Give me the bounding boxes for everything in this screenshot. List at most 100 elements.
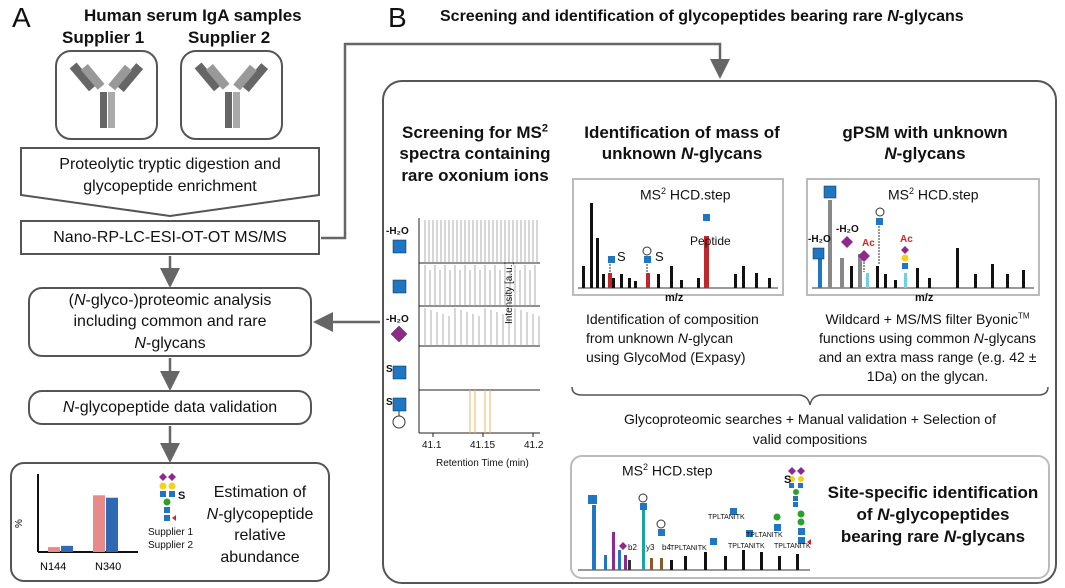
desc3-line1-text: Wildcard + MS/MS filter Byonic <box>825 311 1018 327</box>
spec3-b4: b4 <box>662 543 671 552</box>
xic-chromatogram-stack <box>390 218 540 437</box>
n-italic: N <box>681 144 694 164</box>
panel-b-title-text: Screening and identification of glycopep… <box>440 8 888 25</box>
spectrum-3-plot <box>578 467 811 571</box>
spec1-title: MS2 HCD.step <box>640 186 731 203</box>
digestion-step: Proteolytic tryptic digestion and glycop… <box>20 154 320 199</box>
desc2-line2-post: -glycan <box>687 329 734 346</box>
bar-n340-series-1 <box>93 495 105 552</box>
col2-title-pre: unknown <box>601 144 682 164</box>
n-italic: N <box>943 527 957 547</box>
n-italic: N <box>134 334 146 352</box>
estimation-line4: abundance <box>220 548 300 566</box>
col1-title-line3: rare oxonium ions <box>401 165 549 185</box>
glyco-search-line2: valid compositions <box>752 430 868 447</box>
proteomic-line1-text: -glyco-)proteomic analysis <box>85 291 272 309</box>
chart-category-label: N144 <box>40 561 66 573</box>
proteomic-line3: N-glycans <box>134 333 205 355</box>
desc3-line4: 1Da) on the glycan. <box>866 367 989 384</box>
col1-title: Screening for MS2 spectra containing rar… <box>390 122 560 186</box>
desc3-line3: and an extra mass range (e.g. 42 ± <box>818 348 1037 365</box>
panel-a-letter: A <box>12 2 31 33</box>
bar-n340-series-2 <box>106 497 118 552</box>
digestion-funnel-shape <box>20 147 320 218</box>
xic-tick-2: 41.15 <box>470 440 496 451</box>
chart-y-label: % <box>14 519 25 528</box>
abundance-bar-chart: % N144 N340 <box>14 474 138 573</box>
final-result-text: Site-specific identification of N-glycop… <box>818 482 1048 548</box>
spec1-title-ms: MS <box>640 186 661 203</box>
col1-title-sup: 2 <box>541 122 548 135</box>
glycan-structure-icon <box>159 473 176 521</box>
spec3-title-post: HCD.step <box>648 462 713 479</box>
final-line2-post: -glycopeptides <box>889 505 1010 525</box>
xic-tick-3: 41.2 <box>524 440 544 451</box>
spec2-title-post: HCD.step <box>914 186 979 203</box>
chart-category-label: N340 <box>95 561 121 573</box>
col1-title-line2: spectra containing <box>399 144 551 164</box>
supplier2-label: Supplier 2 <box>188 28 271 47</box>
xic-label-s-2: S <box>386 397 393 408</box>
desc-col3: Wildcard + MS/MS filter ByonicTM functio… <box>800 310 1055 386</box>
xic-label-s-1: S <box>386 364 393 375</box>
spectrum-box-1 <box>572 178 784 296</box>
desc2-line2-pre: from unknown <box>586 329 678 346</box>
estimation-text: Estimation of N-glycopeptide relative ab… <box>200 482 320 568</box>
panel-b-title: Screening and identification of glycopep… <box>440 8 964 26</box>
chart-s-label: S <box>178 490 186 502</box>
spec1-xlabel: m/z <box>665 292 684 304</box>
n-italic: N <box>877 505 890 525</box>
spec3-title-sup: 2 <box>643 462 649 472</box>
desc3-tm: TM <box>1018 311 1030 321</box>
legend-supplier1: Supplier 1 <box>148 527 194 538</box>
proteomic-line3-text: -glycans <box>145 334 206 352</box>
estimation-line2: N-glycopeptide <box>200 504 320 526</box>
estimation-line3: relative <box>234 527 286 545</box>
bar-n144-series-2 <box>61 545 73 552</box>
desc2-line3: using GlycoMod (Expasy) <box>586 348 746 365</box>
spec2-h2o-a: -H₂O <box>808 234 831 245</box>
chart-legend: Supplier 1 Supplier 2 <box>148 527 193 552</box>
spec3-b2: b2 <box>628 543 637 552</box>
col3-title-line2: N-glycans <box>805 143 1045 164</box>
desc2-line1: Identification of composition <box>586 311 759 327</box>
desc3-line2-pre: functions using common <box>818 329 974 346</box>
desc2-line2: from unknown N-glycan <box>586 329 786 348</box>
xic-label-h2o-1: -H₂O <box>386 226 409 237</box>
legend-supplier2: Supplier 2 <box>148 539 194 551</box>
panel-b-letter: B <box>388 2 407 33</box>
n-italic: N <box>887 8 899 25</box>
spec3-peptide-2: TPLTANITK <box>708 514 745 521</box>
brace-shape <box>571 386 1049 406</box>
spec2-title: MS2 HCD.step <box>888 186 979 203</box>
n-italic: N <box>973 329 984 346</box>
spec3-title: MS2 HCD.step <box>622 462 713 479</box>
estimation-line1: Estimation of <box>213 484 307 501</box>
desc3-line1: Wildcard + MS/MS filter ByonicTM <box>800 310 1055 329</box>
spec3-peptide-1: TPLTANITK <box>670 545 707 552</box>
supplier1-label: Supplier 1 <box>62 28 145 47</box>
antibody-icon-1 <box>69 62 144 128</box>
spec1-s2: S <box>655 249 664 264</box>
glyco-search-line1: Glycoproteomic searches + Manual validat… <box>624 411 996 427</box>
paren: ( <box>68 291 74 309</box>
spec3-y3: y3 <box>646 543 655 552</box>
spec1-title-post: HCD.step <box>666 186 731 203</box>
validation-label: N-glycopeptide data validation <box>63 397 277 419</box>
col1-title-text: Screening for MS <box>402 123 542 142</box>
col2-title-line2: unknown N-glycans <box>572 143 792 164</box>
col2-title-line1: Identification of mass of <box>584 123 780 142</box>
spec3-peptide-4: TPLTANITK <box>746 532 783 539</box>
spec3-s: S <box>784 474 792 486</box>
xic-label-h2o-2: -H₂O <box>386 314 409 325</box>
col3-title-line1: gPSM with unknown <box>842 123 1008 142</box>
final-line1: Site-specific identification <box>827 483 1039 502</box>
xic-ylabel: Intensity [a.u.] <box>504 261 515 324</box>
panel-b-frame <box>382 80 1057 584</box>
spec1-peptide: Peptide <box>690 234 731 248</box>
final-result-box <box>570 455 1050 579</box>
final-line3-pre: bearing rare <box>840 527 944 547</box>
proteomic-analysis-box: (N-glyco-)proteomic analysis including c… <box>28 287 312 357</box>
desc-col2: Identification of composition from unkno… <box>586 310 786 367</box>
spectrum-1-plot <box>578 203 778 289</box>
